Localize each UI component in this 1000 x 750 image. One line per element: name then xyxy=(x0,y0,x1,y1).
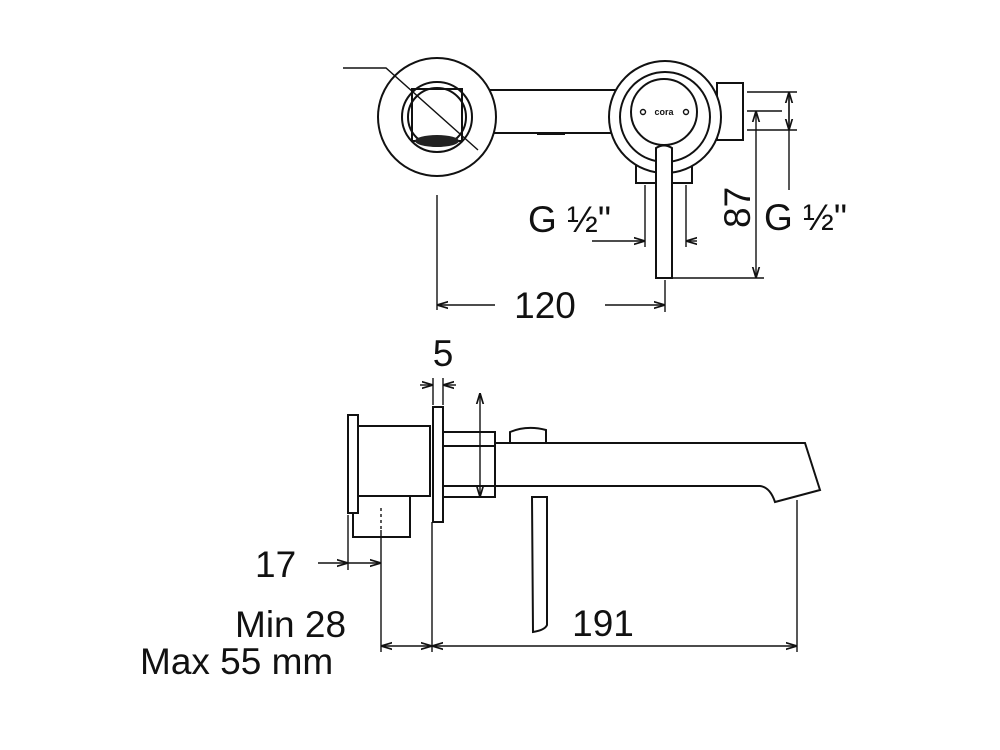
thread-right-label: G ½" xyxy=(764,197,847,238)
spout xyxy=(442,426,822,634)
top-dimensions: G ½" 87 G ½" 120 xyxy=(436,91,847,326)
spout-length-label: 191 xyxy=(572,603,634,644)
mixer-body: cora xyxy=(608,60,744,279)
lever-handle xyxy=(655,144,673,279)
width-dim-label: 120 xyxy=(514,285,576,326)
wall-plate xyxy=(432,406,444,523)
brand-logo: cora xyxy=(654,107,674,117)
spout-lever xyxy=(530,496,548,634)
thread-left-label: G ½" xyxy=(528,199,611,240)
min-depth-label: Min 28 xyxy=(235,604,346,645)
side-dimensions: 5 17 Min 28 Max 55 mm 191 xyxy=(140,333,798,682)
offset-dim-label: 17 xyxy=(255,544,296,585)
side-view: 5 17 Min 28 Max 55 mm 191 xyxy=(140,333,822,682)
plate-dim-label: 5 xyxy=(433,333,454,374)
left-outlet-fitting xyxy=(343,57,621,177)
height-dim-label: 87 xyxy=(717,187,758,228)
concealed-body xyxy=(347,414,431,538)
max-depth-label: Max 55 mm xyxy=(140,641,333,682)
top-view: cora G ½" 87 G ½" 120 xyxy=(343,57,847,326)
